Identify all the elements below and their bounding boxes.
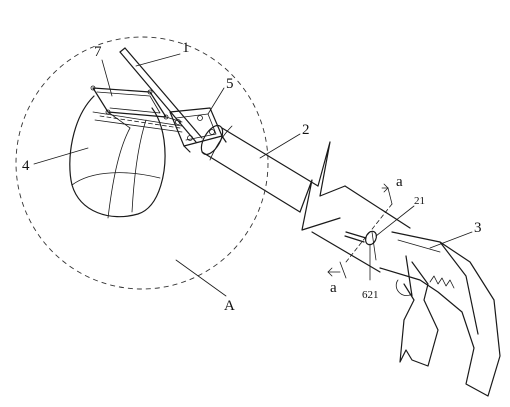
detail-circle-a <box>15 36 269 290</box>
label-21: 21 <box>414 195 425 207</box>
label-2: 2 <box>302 122 310 138</box>
leader-lines <box>33 53 473 297</box>
label-621: 621 <box>362 289 379 301</box>
rod-1 <box>119 47 203 143</box>
label-4: 4 <box>22 158 30 174</box>
label-a-detail: A <box>224 298 235 314</box>
label-3: 3 <box>474 220 482 236</box>
label-section-a-top: a <box>396 174 403 190</box>
label-5: 5 <box>226 76 234 92</box>
label-section-a-bottom: a <box>330 280 337 296</box>
tube-2 <box>200 124 346 231</box>
tube-2-lower <box>311 185 411 273</box>
handle-3 <box>379 231 501 397</box>
label-7: 7 <box>94 44 102 60</box>
cup-4 <box>69 95 166 219</box>
section-line-a <box>327 183 393 279</box>
frame-7 <box>90 85 183 133</box>
label-1: 1 <box>182 40 190 56</box>
